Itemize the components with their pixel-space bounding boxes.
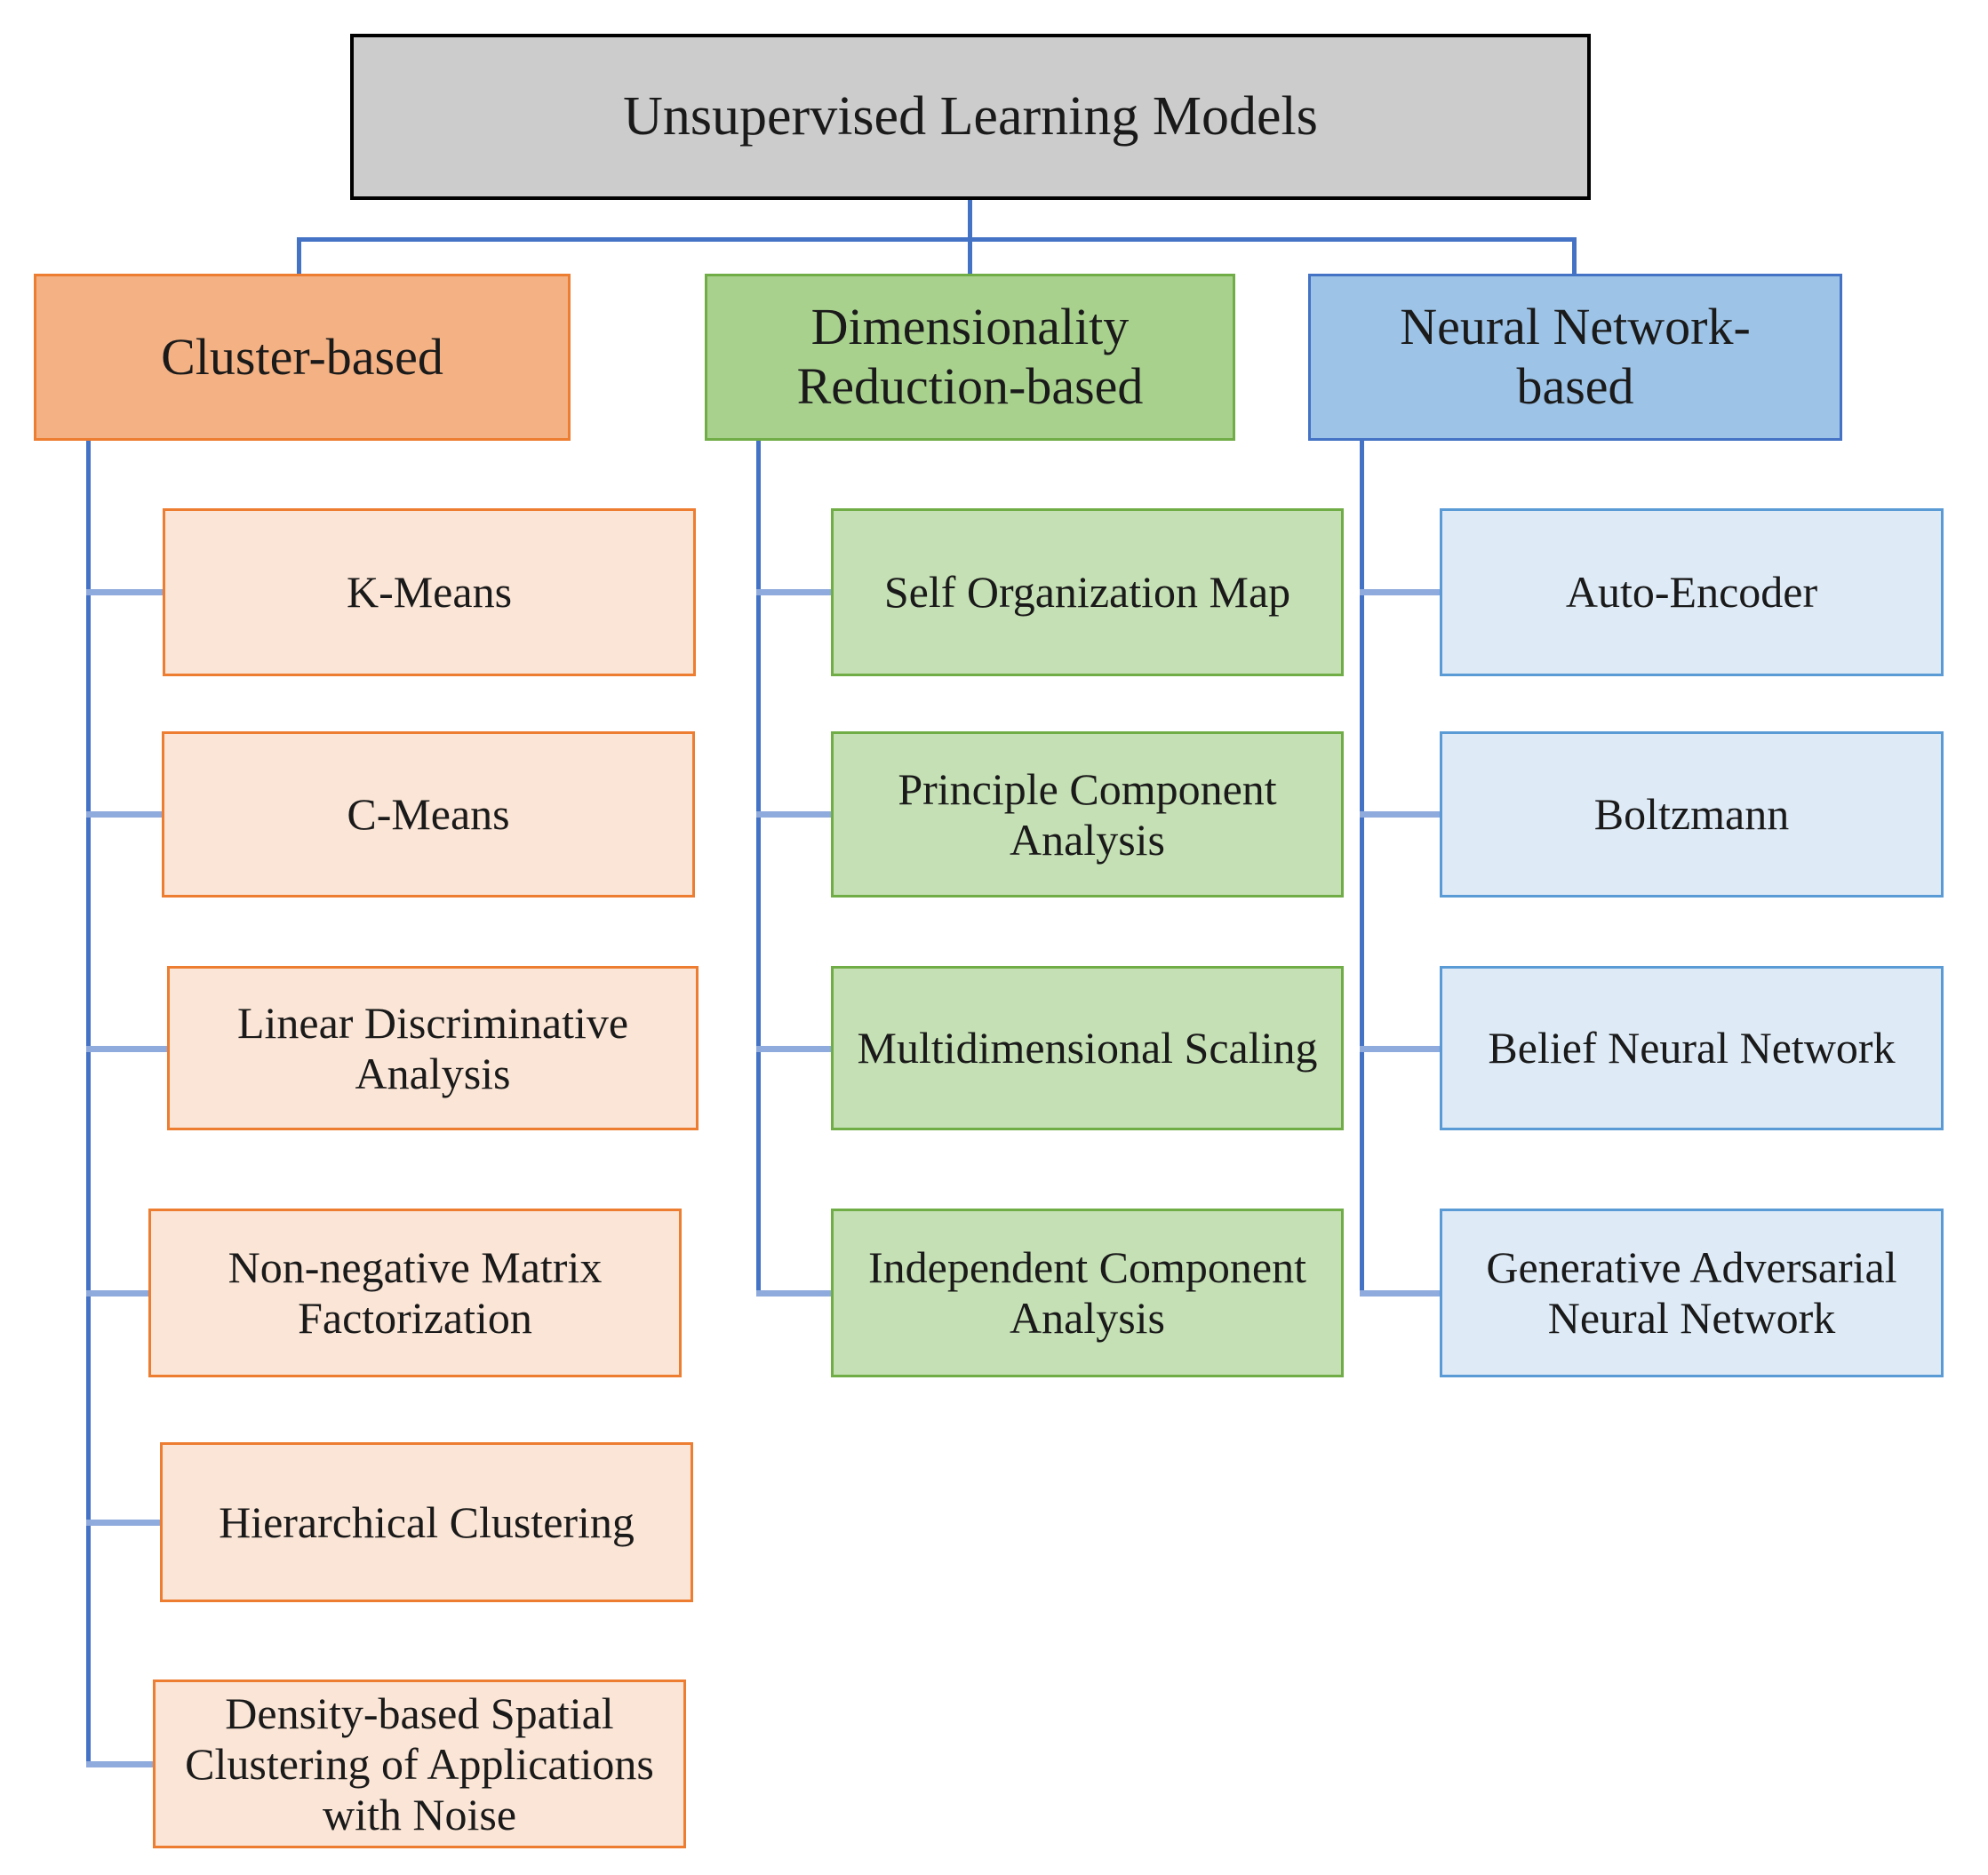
stub-nn-auto-encoder bbox=[1360, 589, 1443, 595]
node-linear-discriminative-analysis: Linear Discriminative Analysis bbox=[167, 966, 699, 1130]
edge-title-drop bbox=[968, 199, 972, 240]
branch-header-neural-network-based: Neural Network-based bbox=[1308, 274, 1842, 441]
edge-trunk-nn bbox=[1360, 437, 1364, 1296]
node-non-negative-matrix-factorization: Non-negative Matrix Factorization bbox=[148, 1209, 682, 1377]
edge-drop-cluster bbox=[297, 237, 301, 276]
node-belief-neural-network: Belief Neural Network bbox=[1440, 966, 1944, 1130]
edge-drop-dimred bbox=[968, 237, 972, 275]
node-label: Generative Adversarial Neural Network bbox=[1486, 1242, 1897, 1343]
node-label: C-Means bbox=[347, 789, 510, 839]
edge-drop-nn bbox=[1572, 237, 1577, 276]
stub-cluster-hierarchical bbox=[86, 1520, 164, 1526]
edge-trunk-cluster bbox=[86, 440, 91, 1766]
root-node-title: Unsupervised Learning Models bbox=[350, 34, 1591, 200]
branch-header-label: Dimensionality Reduction-based bbox=[796, 298, 1144, 415]
node-multidimensional-scaling: Multidimensional Scaling bbox=[831, 966, 1344, 1130]
stub-cluster-c-means bbox=[86, 811, 166, 818]
node-label: Non-negative Matrix Factorization bbox=[228, 1242, 603, 1343]
stub-nn-belief bbox=[1360, 1046, 1443, 1052]
node-hierarchical-clustering: Hierarchical Clustering bbox=[160, 1442, 693, 1602]
node-boltzmann: Boltzmann bbox=[1440, 731, 1944, 898]
node-generative-adversarial-neural-network: Generative Adversarial Neural Network bbox=[1440, 1209, 1944, 1377]
node-auto-encoder: Auto-Encoder bbox=[1440, 508, 1944, 676]
edge-top-horizontal bbox=[297, 237, 1577, 242]
edge-trunk-dimred bbox=[756, 437, 761, 1296]
stub-nn-boltzmann bbox=[1360, 811, 1443, 818]
node-label: Linear Discriminative Analysis bbox=[236, 997, 629, 1098]
node-label: Belief Neural Network bbox=[1488, 1023, 1896, 1073]
node-label: Self Organization Map bbox=[883, 567, 1291, 617]
stub-dimred-som bbox=[756, 589, 834, 595]
node-self-organization-map: Self Organization Map bbox=[831, 508, 1344, 676]
node-label: Boltzmann bbox=[1593, 789, 1790, 839]
node-c-means: C-Means bbox=[162, 731, 695, 898]
node-label: Hierarchical Clustering bbox=[219, 1496, 635, 1547]
node-independent-component-analysis: Independent Component Analysis bbox=[831, 1209, 1344, 1377]
branch-header-label: Neural Network-based bbox=[1400, 298, 1751, 415]
stub-cluster-lda bbox=[86, 1046, 171, 1052]
branch-header-label: Cluster-based bbox=[161, 327, 443, 386]
node-density-based-spatial-clustering: Density-based Spatial Clustering of Appl… bbox=[153, 1680, 686, 1848]
node-k-means: K-Means bbox=[163, 508, 696, 676]
stub-dimred-ica bbox=[756, 1290, 834, 1297]
node-label: Principle Component Analysis bbox=[898, 763, 1277, 865]
node-label: Multidimensional Scaling bbox=[857, 1023, 1318, 1073]
branch-header-cluster-based: Cluster-based bbox=[34, 274, 571, 441]
stub-nn-gann bbox=[1360, 1290, 1443, 1297]
stub-dimred-mds bbox=[756, 1046, 834, 1052]
stub-dimred-pca bbox=[756, 811, 834, 818]
stub-cluster-nmf bbox=[86, 1290, 152, 1297]
node-label: K-Means bbox=[346, 567, 513, 617]
node-label: Density-based Spatial Clustering of Appl… bbox=[185, 1688, 654, 1839]
stub-cluster-dbscan bbox=[86, 1761, 156, 1767]
node-label: Independent Component Analysis bbox=[868, 1242, 1306, 1343]
branch-header-dimensionality-reduction-based: Dimensionality Reduction-based bbox=[705, 274, 1235, 441]
stub-cluster-k-means bbox=[86, 589, 166, 595]
node-principle-component-analysis: Principle Component Analysis bbox=[831, 731, 1344, 898]
root-node-label: Unsupervised Learning Models bbox=[623, 86, 1318, 147]
node-label: Auto-Encoder bbox=[1565, 567, 1818, 617]
